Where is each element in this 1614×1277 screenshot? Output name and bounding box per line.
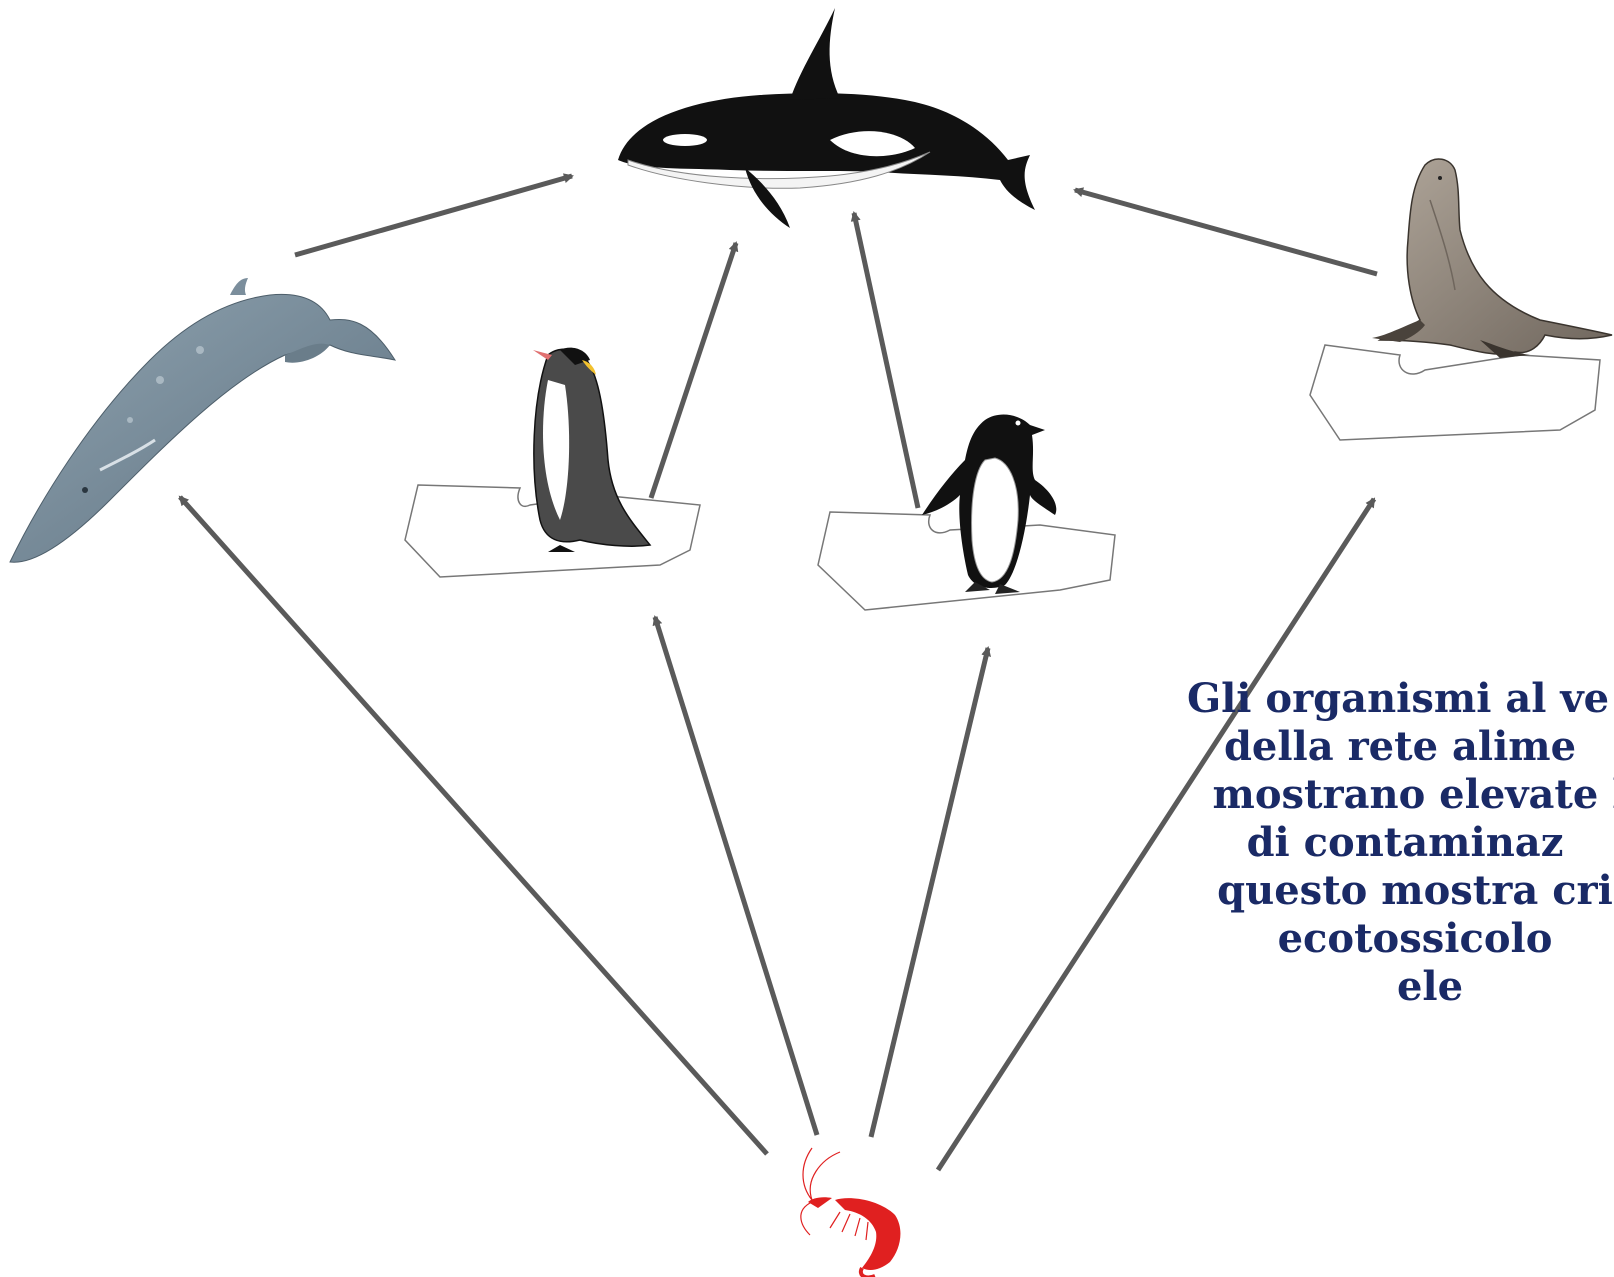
caption-line: di contaminaz [1246, 819, 1564, 866]
fur-seal-icon [1372, 158, 1613, 358]
caption-line: ecotossicolo [1277, 915, 1553, 962]
caption-line: della rete alime [1223, 723, 1577, 770]
adelie-penguin-icon [922, 414, 1057, 594]
emperor-penguin-icon [533, 347, 652, 552]
arrows [178, 173, 1378, 1172]
ice-floe-seal [1309, 344, 1601, 441]
arrow-seal-to-orca [1073, 187, 1378, 277]
caption-text: Gli organismi al ve della rete alime mos… [1140, 675, 1614, 1011]
caption-line: mostrano elevate l [1212, 771, 1614, 818]
arrow-whale-to-orca [294, 173, 574, 258]
arrow-emperor-to-orca [648, 241, 739, 499]
orca-icon [618, 8, 1035, 228]
arrow-adelie-to-orca [850, 211, 921, 509]
blue-whale-icon [9, 278, 397, 563]
krill-icon [800, 1147, 901, 1277]
arrow-krill-to-whale [178, 495, 769, 1156]
arrow-krill-to-adelie [868, 646, 992, 1138]
caption-line: ele [1396, 963, 1464, 1010]
arrow-krill-to-seal [935, 497, 1377, 1172]
arrow-krill-to-emperor [652, 615, 820, 1136]
caption-line: questo mostra cri [1217, 867, 1613, 914]
caption-line: Gli organismi al ve [1186, 675, 1610, 722]
